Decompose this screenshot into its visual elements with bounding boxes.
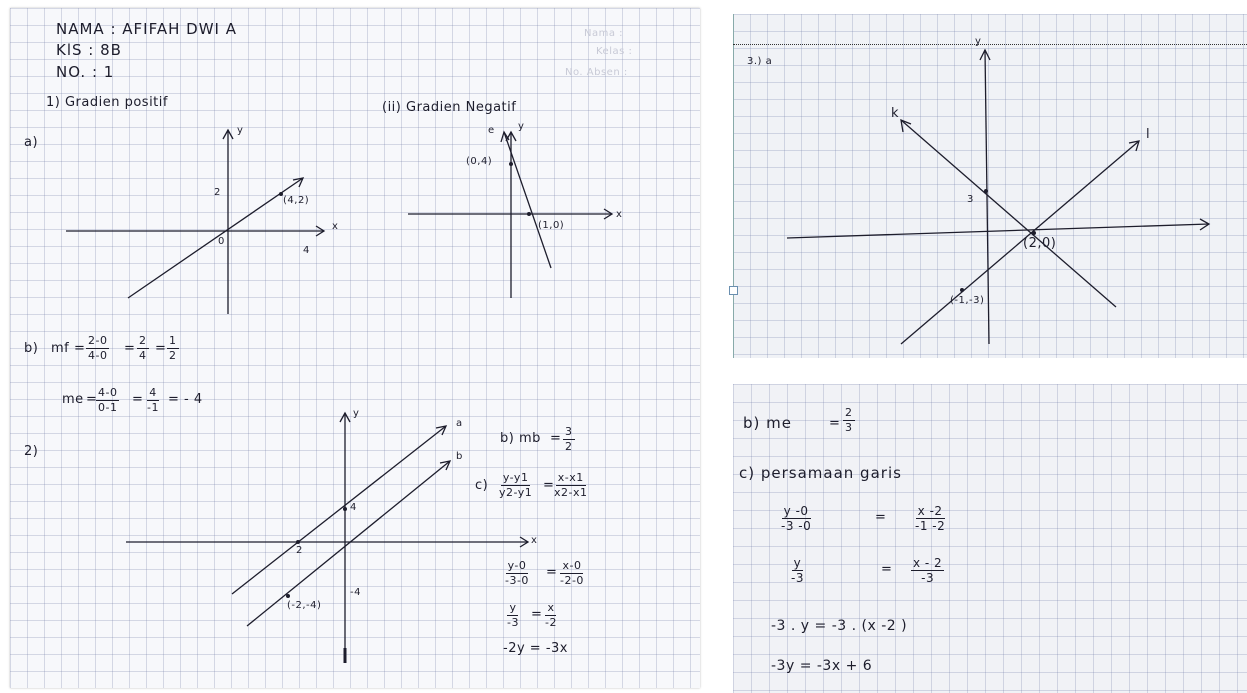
- row-2-fraction-1: y-3: [791, 556, 804, 585]
- step-3: -2y = -3x: [503, 641, 568, 656]
- equals-sign: =: [546, 565, 558, 580]
- graph-negative-gradient: [408, 130, 614, 298]
- mf-label: mf: [51, 341, 70, 356]
- row-1-fraction-2: x -2-1 -2: [915, 504, 946, 533]
- c-label: c): [475, 478, 489, 493]
- graph-ii-line-label: e: [488, 125, 495, 136]
- equals-sign: =: [86, 392, 98, 407]
- graph-2-x-label: x: [531, 535, 538, 546]
- graph-2-tick-4: 4: [350, 502, 357, 513]
- header-class: KlS : 8B: [56, 41, 122, 59]
- step-1-fraction-2: x-0-2-0: [560, 559, 584, 587]
- section-1-title: 1) Gradien positif: [46, 95, 168, 110]
- graph-3-point-intersection: (-1,-3): [950, 295, 985, 306]
- right-top-worksheet: 3.) a y k l 3 (2,0) (-1,-3): [733, 14, 1247, 358]
- part-3-label: 3.) a: [747, 56, 773, 67]
- graph-a-point: (4,2): [283, 195, 310, 206]
- graph-ii-y-label: y: [518, 121, 525, 132]
- graph-a-origin: 0: [218, 236, 225, 247]
- equals-sign: =: [875, 510, 887, 525]
- graph-3-tick-3: 3: [967, 194, 974, 205]
- graph-a-x-label: x: [332, 221, 339, 232]
- me-label-right: b) me: [743, 414, 792, 432]
- printed-class-field: Kelas :: [596, 46, 633, 57]
- section-ii-title: (ii) Gradien Negatif: [382, 100, 517, 115]
- row-2-fraction-2: x - 2-3: [911, 556, 945, 585]
- row-1-fraction-1: y -0-3 -0: [781, 504, 812, 533]
- equals-sign: =: [155, 341, 167, 356]
- graph-2-point: (-2,-4): [287, 600, 322, 611]
- row-3: -3 . y = -3 . (x -2 ): [771, 618, 908, 634]
- step-2-fraction-2: x-2: [545, 601, 557, 629]
- equals-sign: =: [829, 416, 841, 431]
- resize-handle[interactable]: [729, 286, 738, 295]
- graph-ii-x-label: x: [616, 209, 623, 220]
- equals-sign: =: [543, 478, 555, 493]
- me-result: = - 4: [168, 392, 203, 407]
- graph-3-line-k: k: [891, 106, 900, 121]
- row-4: -3y = -3x + 6: [771, 658, 873, 674]
- step-1-fraction-1: y-0-3-0: [505, 559, 529, 587]
- graph-ii-point-x: (1,0): [538, 220, 565, 231]
- graph-2-tick-neg-2: 2: [296, 545, 303, 556]
- equals-sign: =: [881, 562, 893, 577]
- left-worksheet-page: NAMA : AFIFAH DWI A KlS : 8B NO. : 1 Nam…: [10, 8, 700, 688]
- me-label: me: [62, 392, 84, 407]
- graph-a-tick-2: 2: [214, 187, 221, 198]
- equals-sign: =: [74, 341, 86, 356]
- step-2-fraction-1: y-3: [507, 601, 519, 629]
- dotted-guide-line: [733, 44, 1247, 45]
- equals-sign: =: [124, 341, 136, 356]
- equals-sign: =: [132, 392, 144, 407]
- part-2-label: 2): [24, 444, 39, 459]
- equals-sign: =: [531, 607, 543, 622]
- printed-name-field: Nama :: [584, 28, 624, 39]
- graph-positive-gradient: [66, 128, 326, 314]
- part-a-label: a): [24, 135, 39, 150]
- graph-2-line-a: a: [456, 418, 463, 429]
- header-name: NAMA : AFIFAH DWI A: [56, 20, 237, 38]
- header-number: NO. : 1: [56, 63, 115, 81]
- graph-parallel-lines: [126, 411, 530, 663]
- graph-ii-point-y: (0,4): [466, 156, 493, 167]
- graph-2-tick-neg-4: -4: [350, 587, 361, 598]
- graph-3-point-x: (2,0): [1023, 236, 1057, 251]
- graph-a-tick-4: 4: [303, 245, 310, 256]
- equals-sign: =: [550, 431, 562, 446]
- graph-intersecting-lines: [786, 48, 1211, 345]
- me-fraction-2: 4-1: [147, 386, 159, 414]
- persamaan-garis-title: c) persamaan garis: [739, 464, 902, 482]
- graph-2-line-b: b: [456, 451, 463, 462]
- graph-3-y-label: y: [975, 36, 982, 47]
- panel-edge: [733, 14, 734, 358]
- graph-a-y-label: y: [237, 125, 244, 136]
- printed-absen-field: No. Absen :: [565, 67, 628, 78]
- graph-3-line-l: l: [1146, 127, 1151, 142]
- part-b-label: b): [24, 341, 39, 356]
- graph-2-y-label: y: [353, 408, 360, 419]
- mb-label: b) mb: [500, 431, 541, 446]
